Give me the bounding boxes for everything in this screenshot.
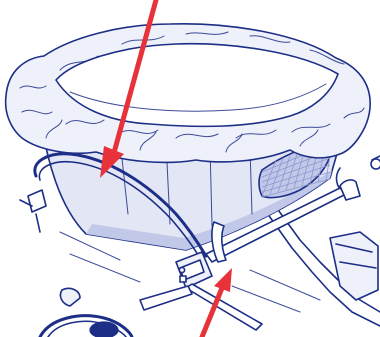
- cover-ruffle: [6, 24, 371, 163]
